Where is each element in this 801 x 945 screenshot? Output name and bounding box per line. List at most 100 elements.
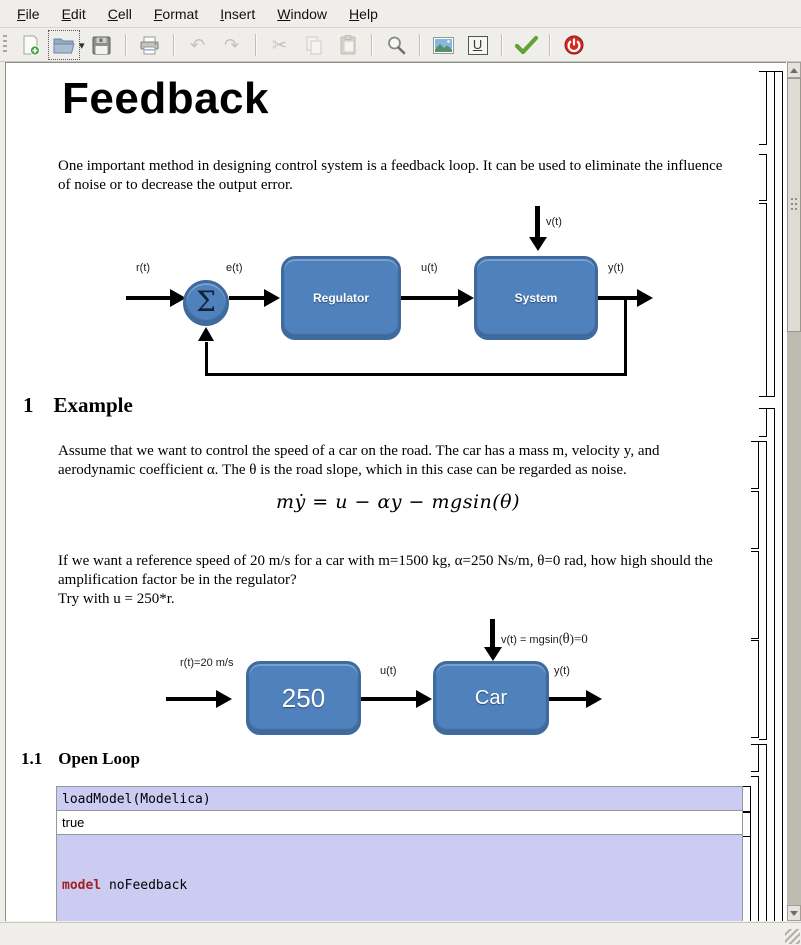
menu-edit[interactable]: Edit [61, 5, 86, 22]
car-block-label: Car [474, 686, 508, 709]
equation-cell[interactable]: mẏ = u − αy − mgsin(θ) [275, 491, 521, 513]
open-folder-icon [53, 38, 75, 54]
stop-button[interactable] [560, 32, 588, 58]
assume-cell-bracket[interactable] [751, 441, 759, 489]
menu-bar: File Edit Cell Format Insert Window Help [0, 0, 801, 28]
paste-button[interactable] [334, 32, 362, 58]
open-loop-group-bracket[interactable] [759, 744, 767, 921]
scrollbar-thumb[interactable] [787, 78, 801, 332]
loadmodel-output-cell[interactable]: true [56, 810, 743, 835]
toolbar-separator [418, 34, 421, 56]
copy-button[interactable] [300, 32, 328, 58]
notebook-page[interactable]: Feedback One important method in designi… [5, 62, 786, 921]
example-content-group-bracket[interactable] [759, 441, 767, 740]
scroll-up-button[interactable] [787, 62, 801, 78]
arrowhead [216, 690, 232, 708]
checkmark-icon [514, 35, 538, 55]
arrowhead [416, 690, 432, 708]
intro-cell-bracket[interactable] [759, 154, 767, 201]
arrowhead [586, 690, 602, 708]
sigma-symbol: Σ [196, 285, 216, 318]
loadmodel-input-cell[interactable]: loadModel(Modelica) [56, 786, 743, 811]
sum-junction-block: Σ [183, 280, 229, 326]
section-heading-example[interactable]: 1 Example [23, 393, 133, 418]
toolbar-separator [370, 34, 373, 56]
vertical-scrollbar[interactable] [786, 62, 801, 921]
model-cell-bracket[interactable] [743, 836, 751, 921]
menu-help[interactable]: Help [349, 5, 378, 22]
result-cell-bracket[interactable] [743, 811, 751, 837]
evaluate-button[interactable] [512, 32, 540, 58]
toolbar-drag-handle[interactable] [3, 35, 7, 55]
model-input-cell[interactable]: model noFeedback import SI = Modelica.SI… [56, 834, 743, 921]
toolbar-separator [172, 34, 175, 56]
assume-paragraph-cell[interactable]: Assume that we want to control the speed… [58, 443, 660, 478]
arrowhead [637, 289, 653, 307]
open-loop-diagram: r(t)=20 m/s 250 u(t) Car v(t) = mgsin(θ)… [156, 619, 626, 751]
underline-icon: U [467, 35, 488, 55]
toolbar-separator [500, 34, 503, 56]
code-group-bracket[interactable] [751, 776, 759, 921]
arrow-line [229, 296, 265, 300]
signal-label-u: u(t) [421, 262, 438, 274]
paste-icon [340, 35, 356, 55]
document-title[interactable]: Feedback [62, 74, 269, 123]
print-button[interactable] [136, 32, 164, 58]
loadmodel-cell-bracket[interactable] [743, 786, 751, 813]
open-dropdown-caret[interactable]: ▾ [79, 39, 85, 52]
new-document-icon [23, 35, 41, 56]
window-resize-grip[interactable] [785, 929, 800, 944]
gain-block: 250 [246, 661, 361, 735]
document-group-bracket[interactable] [775, 71, 783, 921]
section-number: 1 [23, 393, 34, 417]
down-arrow-icon [790, 910, 798, 916]
save-button[interactable] [88, 32, 116, 58]
arrow-line [598, 296, 637, 300]
menu-format[interactable]: Format [153, 5, 199, 22]
car-block: Car [433, 661, 549, 735]
arrow-line [490, 619, 495, 647]
title-cell-bracket[interactable] [759, 71, 767, 145]
cut-button[interactable]: ✂ [266, 32, 294, 58]
thumb-grip [791, 198, 793, 212]
scroll-down-button[interactable] [787, 905, 801, 921]
reference-speed-text: If we want a reference speed of 20 m/s f… [58, 553, 713, 588]
signal-label-y: y(t) [554, 665, 570, 677]
arrowhead [458, 289, 474, 307]
section-title: Open Loop [58, 749, 140, 768]
signal-label-r20: r(t)=20 m/s [180, 657, 234, 669]
equation-cell-bracket[interactable] [751, 491, 759, 549]
diagram2-cell-bracket[interactable] [751, 640, 759, 738]
example-section-bracket[interactable] [767, 408, 775, 921]
thumb-grip [795, 198, 797, 212]
menu-insert[interactable]: Insert [220, 5, 256, 22]
menu-cell[interactable]: Cell [107, 5, 132, 22]
redo-button[interactable]: ↷ [218, 32, 246, 58]
arrow-line [361, 697, 417, 701]
power-icon [564, 35, 584, 55]
title-group-bracket[interactable] [767, 71, 775, 397]
underline-button[interactable]: U [464, 32, 492, 58]
open-button[interactable] [48, 30, 80, 60]
reference-cell-bracket[interactable] [751, 551, 759, 639]
open-loop-heading-bracket[interactable] [751, 744, 759, 772]
insert-image-button[interactable] [430, 32, 458, 58]
cut-icon: ✂ [271, 35, 288, 55]
new-document-button[interactable] [16, 32, 44, 58]
diagram1-cell-bracket[interactable] [759, 203, 767, 397]
menu-window[interactable]: Window [277, 5, 328, 22]
intro-paragraph-cell[interactable]: One important method in designing contro… [58, 158, 723, 193]
regulator-block: Regulator [281, 256, 401, 340]
image-icon [433, 36, 455, 54]
search-button[interactable] [382, 32, 410, 58]
signal-label-r: r(t) [136, 262, 151, 274]
section-title: Example [53, 393, 133, 417]
menu-file[interactable]: File [17, 5, 40, 22]
noise-label: v(t) = mgsin(θ)=0 [501, 631, 588, 647]
feedback-line [624, 300, 627, 376]
example-heading-bracket[interactable] [759, 408, 767, 437]
reference-speed-paragraph-cell[interactable]: If we want a reference speed of 20 m/s f… [58, 552, 738, 609]
toolbar-separator [254, 34, 257, 56]
undo-button[interactable]: ↶ [184, 32, 212, 58]
